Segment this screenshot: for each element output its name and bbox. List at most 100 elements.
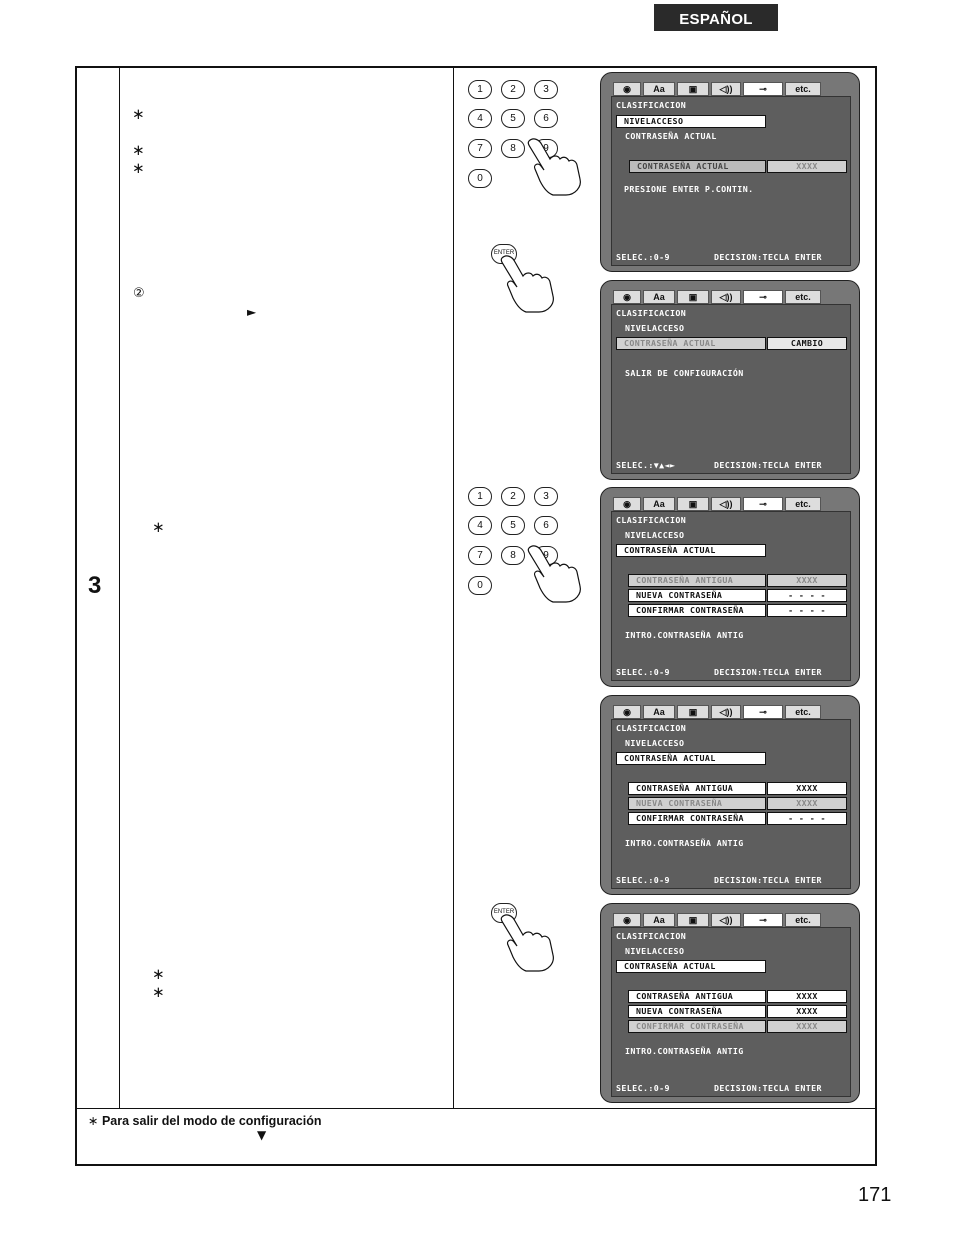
osd-screen: ◉ Aa ▣ ◁)) ⊸ etc. CLASIFICACION NIVELACC… <box>600 903 860 1103</box>
key-1[interactable]: 1 <box>468 487 492 506</box>
status-decision: DECISION:TECLA ENTER <box>714 875 822 885</box>
new-password-label: NUEVA CONTRASEÑA <box>628 1005 766 1018</box>
etc-tab[interactable]: etc. <box>785 705 821 719</box>
menu-item-contrasena-actual[interactable]: CONTRASEÑA ACTUAL <box>616 337 766 350</box>
key-tab-icon[interactable]: ⊸ <box>743 913 783 927</box>
osd-screen: ◉ Aa ▣ ◁)) ⊸ etc. CLASIFICACION NIVELACC… <box>600 695 860 895</box>
key-0[interactable]: 0 <box>468 576 492 595</box>
video-tab-icon[interactable]: ▣ <box>677 290 709 304</box>
key-7[interactable]: 7 <box>468 139 492 158</box>
status-select: SELEC.:0-9 <box>616 252 670 262</box>
menu-item-contrasena-actual[interactable]: CONTRASEÑA ACTUAL <box>616 960 766 973</box>
language-tab-icon[interactable]: Aa <box>643 82 675 96</box>
menu-item-nivelacceso[interactable]: NIVELACCESO <box>625 530 685 540</box>
password-field-value[interactable]: XXXX <box>767 160 847 173</box>
menu-item-nivelacceso[interactable]: NIVELACCESO <box>625 946 685 956</box>
audio-tab-icon[interactable]: ◁)) <box>711 705 741 719</box>
menu-item-salir[interactable]: SALIR DE CONFIGURACIÓN <box>625 368 744 378</box>
menu-item-nivelacceso[interactable]: NIVELACCESO <box>625 738 685 748</box>
language-tab-icon[interactable]: Aa <box>643 290 675 304</box>
video-tab-icon[interactable]: ▣ <box>677 497 709 511</box>
key-1[interactable]: 1 <box>468 80 492 99</box>
disc-tab-icon[interactable]: ◉ <box>613 913 641 927</box>
old-password-value[interactable]: XXXX <box>767 574 847 587</box>
cambio-option[interactable]: CAMBIO <box>767 337 847 350</box>
key-3[interactable]: 3 <box>534 487 558 506</box>
key-6[interactable]: 6 <box>534 109 558 128</box>
language-tab-icon[interactable]: Aa <box>643 497 675 511</box>
footer-note: ∗ Para salir del modo de configuración <box>88 1113 321 1128</box>
video-tab-icon[interactable]: ▣ <box>677 82 709 96</box>
new-password-label: NUEVA CONTRASEÑA <box>628 797 766 810</box>
status-decision: DECISION:TECLA ENTER <box>714 1083 822 1093</box>
screen-message: INTRO.CONTRASEÑA ANTIG <box>625 838 744 848</box>
disc-tab-icon[interactable]: ◉ <box>613 290 641 304</box>
audio-tab-icon[interactable]: ◁)) <box>711 497 741 511</box>
screen-message: INTRO.CONTRASEÑA ANTIG <box>625 1046 744 1056</box>
asterisk-marker: ∗ <box>152 965 165 983</box>
key-8[interactable]: 8 <box>501 139 525 158</box>
old-password-value[interactable]: XXXX <box>767 782 847 795</box>
old-password-value[interactable]: XXXX <box>767 990 847 1003</box>
disc-tab-icon[interactable]: ◉ <box>613 705 641 719</box>
etc-tab[interactable]: etc. <box>785 497 821 511</box>
key-4[interactable]: 4 <box>468 516 492 535</box>
new-password-value[interactable]: XXXX <box>767 797 847 810</box>
asterisk-marker: ∗ <box>132 159 145 177</box>
pointing-hand-icon <box>500 255 554 313</box>
key-7[interactable]: 7 <box>468 546 492 565</box>
menu-item-contrasena-actual[interactable]: CONTRASEÑA ACTUAL <box>625 131 717 141</box>
new-password-value[interactable]: - - - - <box>767 589 847 602</box>
key-tab-icon[interactable]: ⊸ <box>743 82 783 96</box>
disc-tab-icon[interactable]: ◉ <box>613 497 641 511</box>
confirm-password-value[interactable]: - - - - <box>767 604 847 617</box>
menu-item-contrasena-actual[interactable]: CONTRASEÑA ACTUAL <box>616 544 766 557</box>
key-2[interactable]: 2 <box>501 80 525 99</box>
video-tab-icon[interactable]: ▣ <box>677 913 709 927</box>
setup-tabs: ◉ Aa ▣ ◁)) ⊸ etc. <box>613 82 821 96</box>
page-number: 171 <box>858 1184 892 1206</box>
etc-tab[interactable]: etc. <box>785 913 821 927</box>
menu-item-nivelacceso[interactable]: NIVELACCESO <box>625 323 685 333</box>
key-tab-icon[interactable]: ⊸ <box>743 705 783 719</box>
key-tab-icon[interactable]: ⊸ <box>743 290 783 304</box>
screen-title: CLASIFICACION <box>616 515 687 525</box>
key-tab-icon[interactable]: ⊸ <box>743 497 783 511</box>
osd-screen: ◉ Aa ▣ ◁)) ⊸ etc. CLASIFICACION NIVELACC… <box>600 280 860 480</box>
confirm-password-value[interactable]: XXXX <box>767 1020 847 1033</box>
setup-tabs: ◉ Aa ▣ ◁)) ⊸ etc. <box>613 913 821 927</box>
language-tab-icon[interactable]: Aa <box>643 705 675 719</box>
confirm-password-label: CONFIRMAR CONTRASEÑA <box>628 812 766 825</box>
audio-tab-icon[interactable]: ◁)) <box>711 82 741 96</box>
footer-note-text: Para salir del modo de configuración <box>101 1114 322 1128</box>
key-4[interactable]: 4 <box>468 109 492 128</box>
etc-tab[interactable]: etc. <box>785 82 821 96</box>
column-divider <box>453 66 454 1109</box>
confirm-password-value[interactable]: - - - - <box>767 812 847 825</box>
audio-tab-icon[interactable]: ◁)) <box>711 290 741 304</box>
pointing-hand-icon <box>527 545 581 603</box>
key-2[interactable]: 2 <box>501 487 525 506</box>
disc-tab-icon[interactable]: ◉ <box>613 82 641 96</box>
key-5[interactable]: 5 <box>501 109 525 128</box>
screen-title: CLASIFICACION <box>616 931 687 941</box>
etc-tab[interactable]: etc. <box>785 290 821 304</box>
key-8[interactable]: 8 <box>501 546 525 565</box>
menu-item-nivelacceso[interactable]: NIVELACCESO <box>616 115 766 128</box>
confirm-password-label: CONFIRMAR CONTRASEÑA <box>628 1020 766 1033</box>
video-tab-icon[interactable]: ▣ <box>677 705 709 719</box>
key-3[interactable]: 3 <box>534 80 558 99</box>
status-decision: DECISION:TECLA ENTER <box>714 252 822 262</box>
menu-item-contrasena-actual[interactable]: CONTRASEÑA ACTUAL <box>616 752 766 765</box>
key-0[interactable]: 0 <box>468 169 492 188</box>
key-6[interactable]: 6 <box>534 516 558 535</box>
status-decision: DECISION:TECLA ENTER <box>714 667 822 677</box>
step-number: 3 <box>88 572 102 599</box>
new-password-value[interactable]: XXXX <box>767 1005 847 1018</box>
password-field-label: CONTRASEÑA ACTUAL <box>629 160 766 173</box>
key-5[interactable]: 5 <box>501 516 525 535</box>
screen-title: CLASIFICACION <box>616 100 687 110</box>
audio-tab-icon[interactable]: ◁)) <box>711 913 741 927</box>
asterisk-marker: ∗ <box>88 1113 99 1128</box>
language-tab-icon[interactable]: Aa <box>643 913 675 927</box>
